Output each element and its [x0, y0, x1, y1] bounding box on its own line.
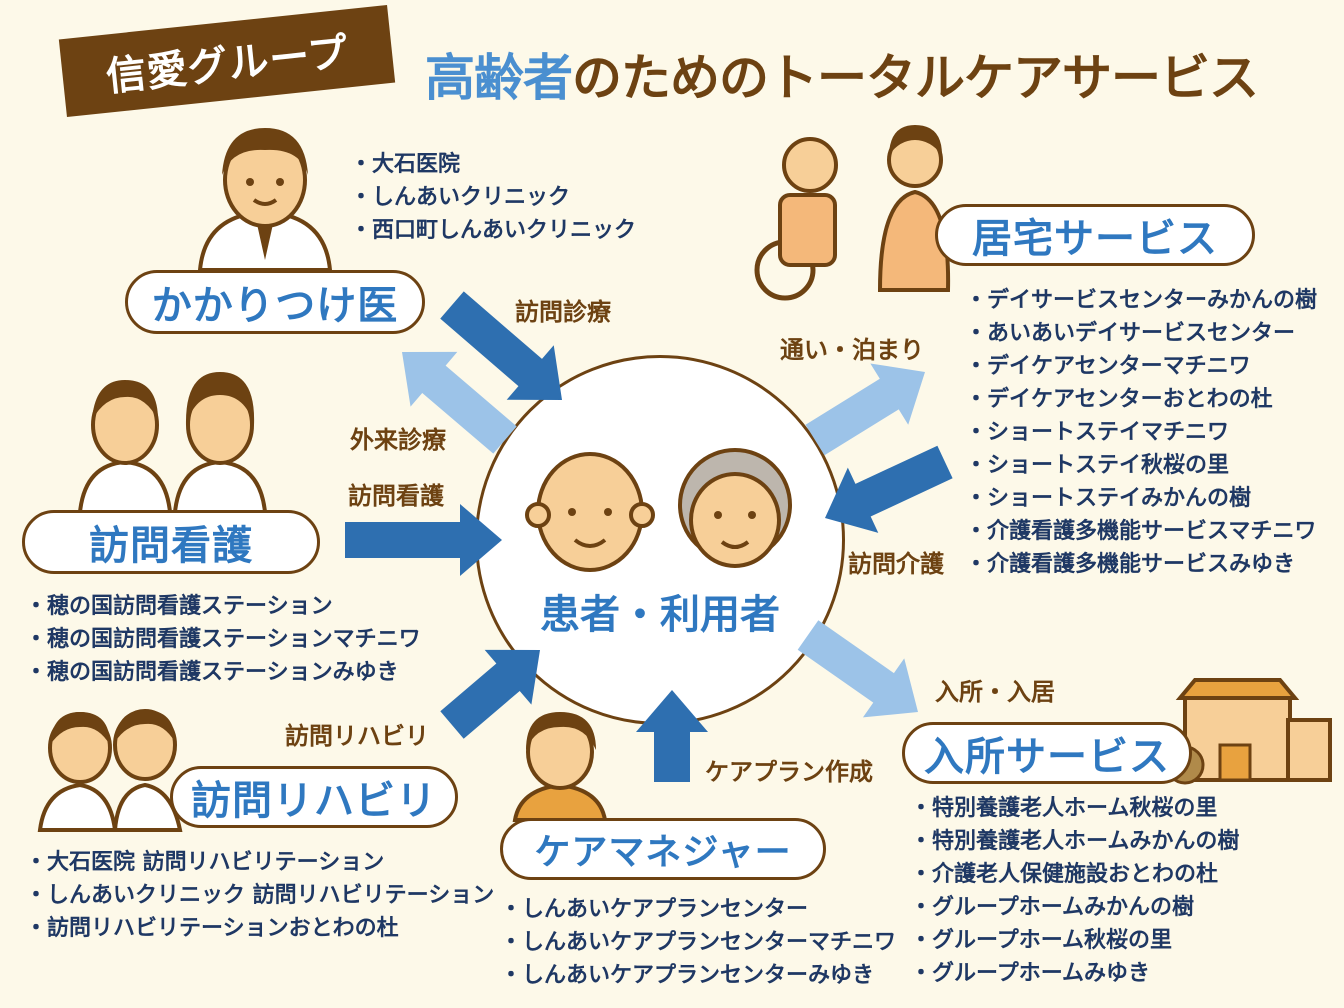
label-text: 居宅サービス: [972, 216, 1218, 262]
center-label: 患者・利用者: [540, 592, 780, 638]
list-item: しんあいクリニック 訪問リハビリテーション: [25, 879, 494, 912]
facility-service-list: 特別養護老人ホーム秋桜の里 特別養護老人ホームみかんの樹 介護老人保健施設おとわ…: [910, 792, 1239, 990]
elderly-man-icon: [525, 452, 655, 572]
label-text: 訪問看護: [89, 523, 253, 569]
list-item: ショートステイマチニワ: [965, 416, 1317, 449]
list-item: 介護看護多機能サービスみゆき: [965, 548, 1317, 581]
home-service-list: デイサービスセンターみかんの樹 あいあいデイサービスセンター デイケアセンターマ…: [965, 284, 1317, 581]
label-text: ケアマネジャー: [534, 832, 792, 873]
list-item: 大石医院 訪問リハビリテーション: [25, 846, 494, 879]
list-item: しんあいケアプランセンターみゆき: [500, 959, 896, 992]
list-item: グループホーム秋桜の里: [910, 924, 1239, 957]
arrow-day-stay: [805, 363, 925, 456]
list-item: デイケアセンターマチニワ: [965, 350, 1317, 383]
list-item: グループホームみゆき: [910, 957, 1239, 990]
arrow-visit-rehab: [440, 649, 541, 739]
facility-building-icon: [1165, 678, 1332, 785]
label-text: 入所サービス: [924, 734, 1170, 780]
doctor-list: 大石医院 しんあいクリニック 西口町しんあいクリニック: [350, 148, 636, 247]
list-item: 特別養護老人ホームみかんの樹: [910, 825, 1239, 858]
list-item: ショートステイ秋桜の里: [965, 449, 1317, 482]
list-item: 特別養護老人ホーム秋桜の里: [910, 792, 1239, 825]
page-title: 高齢者のためのトータルケアサービス: [425, 38, 1259, 110]
label-text: 訪問リハビリ: [191, 778, 437, 824]
arrow-label-visit-rehab: 訪問リハビリ: [285, 722, 429, 750]
list-item: デイケアセンターおとわの杜: [965, 383, 1317, 416]
list-item: ショートステイみかんの樹: [965, 482, 1317, 515]
elderly-woman-icon: [678, 448, 792, 568]
list-item: 穂の国訪問看護ステーションみゆき: [25, 656, 421, 689]
nursing-label: 訪問看護: [22, 510, 320, 574]
list-item: 介護老人保健施設おとわの杜: [910, 858, 1239, 891]
caremanager-label: ケアマネジャー: [500, 818, 826, 880]
arrow-outpatient: [402, 351, 517, 454]
arrow-label-admission: 入所・入居: [935, 678, 1055, 706]
arrow-label-home-visit: 訪問診療: [515, 298, 611, 326]
list-item: 大石医院: [350, 148, 636, 181]
list-item: 西口町しんあいクリニック: [350, 214, 636, 247]
list-item: 穂の国訪問看護ステーション: [25, 590, 421, 623]
caremanager-list: しんあいケアプランセンター しんあいケアプランセンターマチニワ しんあいケアプラ…: [500, 893, 896, 992]
list-item: グループホームみかんの樹: [910, 891, 1239, 924]
arrow-label-outpatient: 外来診療: [350, 426, 446, 454]
arrow-visit-care: [824, 445, 953, 533]
title-highlight: 高齢者: [425, 49, 573, 107]
label-text: かかりつけ医: [151, 283, 399, 329]
list-item: しんあいケアプランセンター: [500, 893, 896, 926]
doctor-label: かかりつけ医: [125, 270, 425, 334]
doctor-icon: [197, 128, 333, 272]
arrow-label-care-plan: ケアプラン作成: [705, 758, 873, 786]
nursing-list: 穂の国訪問看護ステーション 穂の国訪問看護ステーションマチニワ 穂の国訪問看護ス…: [25, 590, 421, 689]
arrow-care-plan: [636, 690, 708, 782]
home-service-label: 居宅サービス: [935, 204, 1255, 266]
title-rest: のためのトータルケアサービス: [572, 49, 1259, 107]
wheelchair-caregiver-icon: [754, 125, 951, 301]
rehab-icon: [37, 709, 183, 832]
list-item: デイサービスセンターみかんの樹: [965, 284, 1317, 317]
list-item: しんあいケアプランセンターマチニワ: [500, 926, 896, 959]
arrow-admission: [797, 620, 918, 718]
arrow-label-visit-care: 訪問介護: [848, 550, 944, 578]
arrow-label-day-stay: 通い・泊まり: [780, 336, 924, 364]
facility-service-label: 入所サービス: [902, 722, 1192, 784]
rehab-list: 大石医院 訪問リハビリテーション しんあいクリニック 訪問リハビリテーション 訪…: [25, 846, 494, 945]
list-item: しんあいクリニック: [350, 181, 636, 214]
list-item: 介護看護多機能サービスマチニワ: [965, 515, 1317, 548]
care-manager-icon: [512, 712, 608, 822]
list-item: 訪問リハビリテーションおとわの杜: [25, 912, 494, 945]
arrow-visit-nursing: [345, 504, 502, 576]
arrow-home-visit: [440, 291, 563, 400]
nurses-icon: [77, 372, 268, 514]
list-item: 穂の国訪問看護ステーションマチニワ: [25, 623, 421, 656]
list-item: あいあいデイサービスセンター: [965, 317, 1317, 350]
rehab-label: 訪問リハビリ: [170, 766, 458, 828]
arrow-label-visit-nursing: 訪問看護: [348, 482, 444, 510]
